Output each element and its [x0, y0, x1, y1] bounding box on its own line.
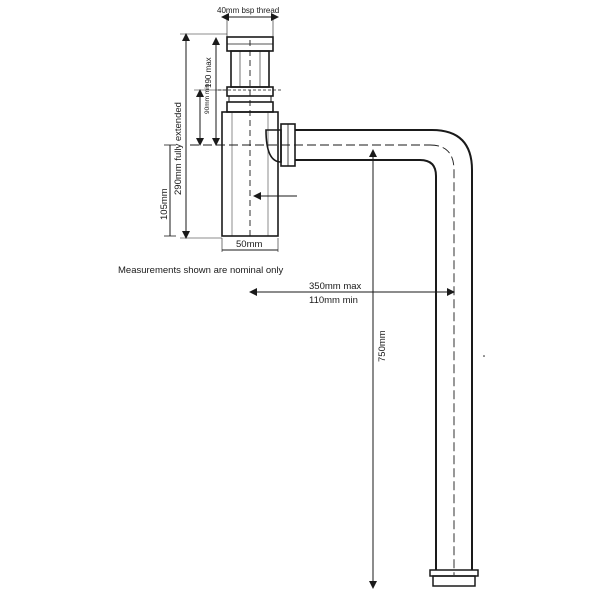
- fully-extended-label: 290mm fully extended: [173, 102, 184, 195]
- stray-dot: [483, 355, 485, 357]
- height-750-label: 750mm: [377, 330, 388, 362]
- min-90-label: 90mm min: [204, 83, 211, 114]
- nominal-note: Measurements shown are nominal only: [118, 265, 284, 276]
- min-110-label: 110mm min: [309, 295, 358, 306]
- max-350-label: 350mm max: [309, 281, 362, 292]
- pipe-outer-wall: [295, 129, 473, 570]
- thread-label: 40mm bsp thread: [217, 6, 279, 15]
- width-50-label: 50mm: [236, 239, 262, 250]
- pipe-inner-wall: [295, 159, 437, 570]
- waste-pipe: [295, 129, 479, 587]
- max-190-label: 190 max: [204, 57, 213, 88]
- height-105-label: 105mm: [159, 188, 170, 220]
- centre-lines: [190, 40, 455, 575]
- dimension-lines: [164, 13, 455, 589]
- trap-body: [218, 36, 296, 237]
